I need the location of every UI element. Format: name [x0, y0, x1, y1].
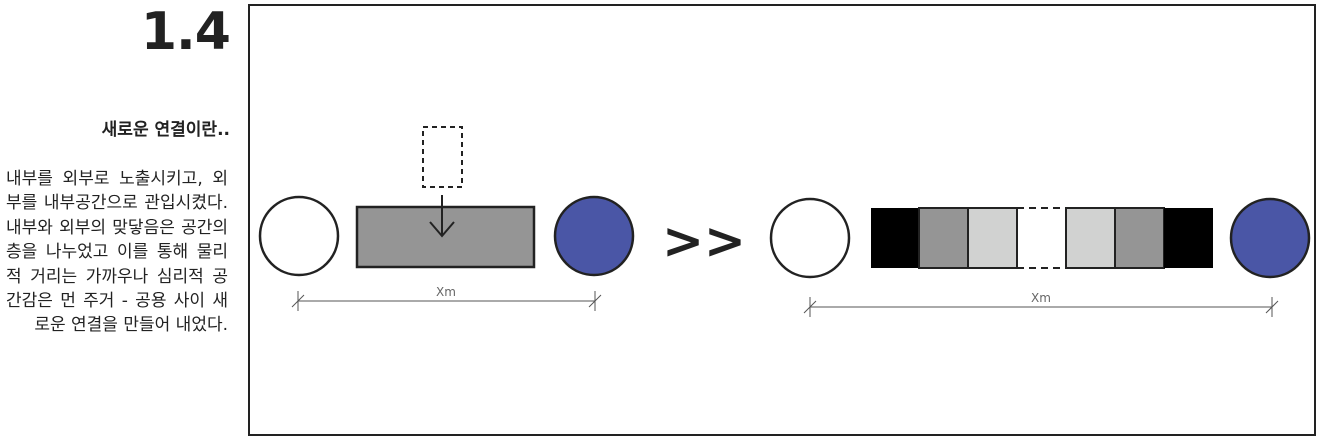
down-arrow-icon: [429, 195, 455, 238]
exterior-circle-right: [769, 197, 851, 279]
transition-symbol: >>: [662, 212, 746, 270]
section-number: 1.4: [140, 2, 231, 62]
dimension-label-left: Xm: [436, 285, 456, 299]
layer-void: [1016, 207, 1067, 269]
layered-block: [871, 207, 1213, 269]
layer-black-left: [871, 208, 919, 268]
dimension-line-right: [803, 297, 1279, 317]
exterior-circle-left: [258, 195, 340, 277]
layer-black-right: [1164, 208, 1213, 268]
layer-gray-right: [1114, 207, 1165, 269]
common-circle-left: [553, 195, 635, 277]
section-heading: 새로운 연결이란..: [101, 120, 230, 140]
diagram-frame: [248, 4, 1316, 436]
description-text: 내부를 외부로 노출시키고, 외부를 내부공간으로 관입시켰다. 내부와 외부의…: [6, 169, 228, 336]
layer-gray-left: [918, 207, 969, 269]
interior-block: [355, 205, 536, 269]
common-circle-right: [1229, 197, 1311, 279]
dimension-line-left: [291, 291, 602, 311]
dimension-label-right: Xm: [1031, 291, 1051, 305]
layer-light-right: [1065, 207, 1116, 269]
layer-light-left: [967, 207, 1018, 269]
inserted-space-outline: [422, 126, 463, 188]
